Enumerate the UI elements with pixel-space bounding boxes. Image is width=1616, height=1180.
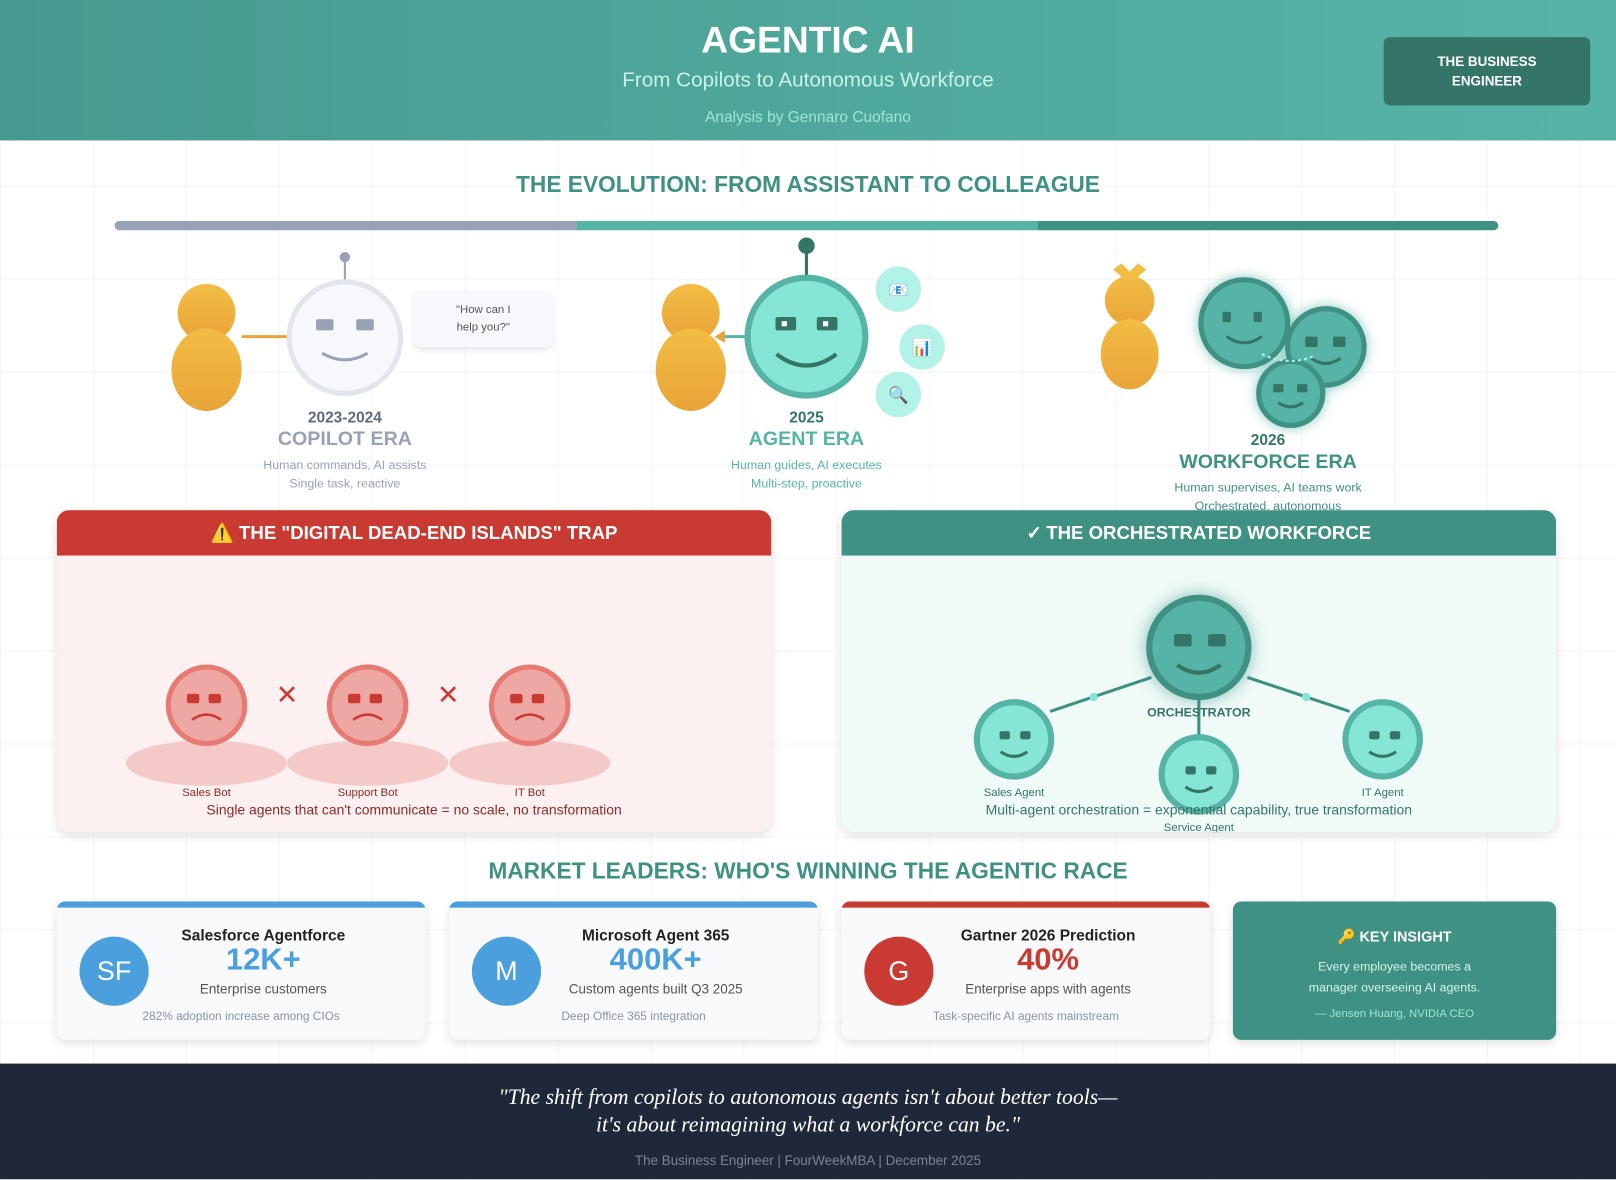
byline: Analysis by Gennaro Cuofano [705, 108, 911, 126]
era-copilot: 2023-2024 COPILOT ERA Human commands, AI… [190, 409, 500, 493]
market-title: MARKET LEADERS: WHO'S WINNING THE AGENTI… [488, 858, 1128, 884]
card-title: Salesforce Agentforce [181, 927, 346, 945]
card-subtitle: Enterprise apps with agents [965, 980, 1131, 997]
timeline-bar-copilot [114, 220, 577, 231]
insight-title: KEY INSIGHT [1359, 928, 1452, 945]
brand-text: THE BUSINESS ENGINEER [1437, 53, 1537, 89]
card-note: 282% adoption increase among CIOs [142, 1010, 340, 1024]
disconnected-x-icon: ✕ [437, 680, 459, 710]
footer: "The shift from copilots to autonomous a… [0, 1063, 1616, 1180]
email-icon: 📧 [875, 266, 922, 312]
era-year: 2023-2024 [307, 408, 382, 427]
orchestrated-workforce-panel: ✓THE ORCHESTRATED WORKFORCE ORCHESTRATOR… [841, 510, 1557, 833]
agent-label: Service Agent [1163, 821, 1234, 833]
footer-quote: "The shift from copilots to autonomous a… [0, 1083, 1616, 1139]
dead-end-islands-panel: ⚠️THE "DIGITAL DEAD-END ISLANDS" TRAP ✕ … [56, 510, 772, 833]
card-note: Task-specific AI agents mainstream [932, 1010, 1119, 1024]
era-name: WORKFORCE ERA [1179, 451, 1357, 473]
timeline-bar-agent [576, 220, 1038, 231]
agent-label: IT Agent [1361, 786, 1404, 800]
era-name: AGENT ERA [748, 428, 865, 451]
brand-badge: THE BUSINESS ENGINEER [1383, 37, 1591, 106]
page-subtitle: From Copilots to Autonomous Workforce [622, 69, 994, 92]
era-desc: Orchestrated, autonomous [1194, 498, 1342, 514]
speech-bubble-text: "How can I help you?" [455, 303, 511, 334]
orchestrator-label: ORCHESTRATOR [1147, 705, 1251, 720]
evolution-title: THE EVOLUTION: FROM ASSISTANT TO COLLEAG… [516, 171, 1100, 198]
card-value: 40% [1017, 942, 1080, 977]
human-figure-copilot [171, 283, 242, 411]
it-bot-icon [449, 664, 611, 786]
key-icon: 🔑 [1337, 928, 1356, 945]
sales-bot-icon [125, 664, 288, 786]
era-desc: Human supervises, AI teams work [1174, 480, 1362, 495]
card-microsoft: M Microsoft Agent 365 400K+ Custom agent… [449, 901, 818, 1040]
agent-label: Sales Agent [983, 786, 1045, 800]
check-icon: ✓ [1026, 521, 1043, 543]
era-desc: Single task, reactive [289, 476, 401, 491]
connection-line [1049, 675, 1152, 713]
card-value: 400K+ [609, 942, 702, 977]
sales-agent-icon [973, 699, 1055, 780]
evolution-illustrations: 📧 📊 🔍 [171, 237, 1367, 429]
orchestrator-icon [1146, 594, 1252, 701]
warning-icon: ⚠️ [210, 521, 234, 543]
workforce-caption: Multi-agent orchestration = exponential … [985, 802, 1412, 818]
card-title: Gartner 2026 Prediction [960, 927, 1136, 945]
card-salesforce: SF Salesforce Agentforce 12K+ Enterprise… [56, 901, 426, 1040]
disconnected-x-icon: ✕ [276, 680, 298, 710]
speech-bubble: "How can I help you?" [414, 291, 553, 347]
panel-title: THE ORCHESTRATED WORKFORCE [1046, 521, 1372, 543]
microsoft-logo: M [471, 936, 542, 1006]
card-note: Deep Office 365 integration [561, 1010, 706, 1024]
insight-text: Every employee becomes a [1318, 959, 1471, 974]
svg-text:📊: 📊 [912, 338, 933, 357]
era-desc: Multi-step, proactive [751, 476, 862, 491]
quote-line: it's about reimagining what a workforce … [595, 1112, 1021, 1137]
chart-icon: 📊 [899, 324, 945, 370]
human-figure-agent [655, 283, 726, 411]
era-year: 2025 [789, 408, 824, 427]
human-supervisor-figure [1100, 263, 1159, 390]
card-subtitle: Custom agents built Q3 2025 [568, 980, 743, 997]
card-title: Microsoft Agent 365 [581, 927, 730, 945]
it-agent-icon [1342, 699, 1423, 780]
agent-robot-icon [744, 237, 869, 399]
card-gartner: G Gartner 2026 Prediction 40% Enterprise… [841, 901, 1211, 1040]
svg-text:📧: 📧 [888, 280, 909, 299]
support-bot-icon [287, 664, 449, 786]
connection-line [1246, 675, 1351, 713]
copilot-robot-icon [286, 251, 404, 397]
era-year: 2026 [1250, 431, 1286, 450]
isolated-bots: ✕ ✕ [125, 664, 611, 786]
gartner-logo: G [864, 936, 934, 1006]
agent-team-icon [1198, 277, 1367, 429]
insight-attribution: — Jensen Huang, NVIDIA CEO [1314, 1007, 1475, 1021]
search-icon: 🔍 [875, 371, 922, 418]
svg-text:🔍: 🔍 [888, 384, 909, 405]
trap-caption: Single agents that can't communicate = n… [206, 802, 622, 818]
page-title: AGENTIC AI [701, 18, 915, 61]
footer-credit: The Business Engineer | FourWeekMBA | De… [634, 1152, 982, 1168]
insight-text: manager overseeing AI agents. [1308, 979, 1481, 995]
era-desc: Human guides, AI executes [731, 457, 882, 472]
era-name: COPILOT ERA [277, 428, 412, 451]
card-value: 12K+ [225, 942, 301, 977]
bot-label: Support Bot [337, 786, 398, 800]
key-insight-card: 🔑 KEY INSIGHT Every employee becomes a ma… [1232, 901, 1557, 1040]
bot-label: Sales Bot [182, 786, 231, 800]
era-desc: Human commands, AI assists [263, 457, 427, 472]
era-agent: 2025 AGENT ERA Human guides, AI executes… [652, 409, 962, 493]
timeline-bar-workforce [1037, 220, 1499, 231]
header-banner [0, 0, 1616, 141]
service-agent-icon [1158, 734, 1240, 815]
card-subtitle: Enterprise customers [199, 980, 327, 997]
bot-label: IT Bot [514, 786, 545, 800]
orchestration-diagram [973, 594, 1423, 815]
era-workforce: 2026 WORKFORCE ERA Human supervises, AI … [1113, 432, 1423, 516]
salesforce-logo: SF [79, 936, 149, 1006]
quote-line: "The shift from copilots to autonomous a… [498, 1084, 1118, 1110]
panel-title: THE "DIGITAL DEAD-END ISLANDS" TRAP [239, 521, 618, 543]
